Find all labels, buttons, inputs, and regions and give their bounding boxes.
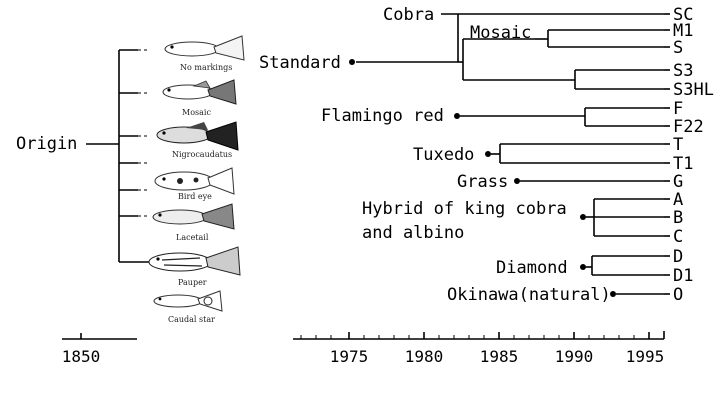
leaf-label: O [673, 285, 683, 305]
group-label-tuxedo: Tuxedo [413, 145, 474, 165]
origin-label: Origin [16, 134, 77, 154]
group-label-hybrid-line2: and albino [362, 223, 464, 243]
group-markers [349, 59, 616, 297]
tick-label-1980: 1980 [405, 347, 444, 366]
fish-lacetail: Lacetail [152, 203, 235, 242]
leaf-label: SC [673, 5, 693, 25]
group-label-okinawa: Okinawa(natural) [447, 285, 611, 305]
fish-caption: Pauper [178, 278, 207, 287]
group-label-hybrid-line1: Hybrid of king cobra [362, 199, 567, 219]
leaf-label: D1 [673, 266, 693, 286]
tick-label-1990: 1990 [555, 347, 594, 366]
tick-label-1850: 1850 [62, 347, 101, 366]
fish-caudal-star: Caudal star [153, 290, 223, 324]
tick-label-1975: 1975 [330, 347, 369, 366]
leaf-label: G [673, 172, 683, 192]
leaf-label: T [673, 135, 683, 155]
leaf-label: A [673, 190, 683, 210]
leaf-label: C [673, 227, 683, 247]
fish-caption: Mosaic [182, 108, 211, 117]
leaf-label: B [673, 208, 683, 228]
fish-no-markings: No markings [164, 35, 245, 72]
fish-nigrocaudatus: Nigrocaudatus [156, 121, 239, 159]
group-label-standard: Standard [259, 53, 341, 73]
strain-tree [356, 13, 670, 295]
fish-mosaic: Mosaic [162, 79, 237, 117]
leaf-label: D [673, 247, 683, 267]
fish-caption: No markings [180, 63, 232, 72]
group-label-grass: Grass [457, 172, 508, 192]
group-label-cobra: Cobra [383, 5, 434, 25]
leaf-label: S3 [673, 61, 693, 81]
leaf-label: T1 [673, 154, 693, 174]
leaf-label: S3HL [673, 80, 714, 100]
fish-bird-eye: Bird eye [154, 167, 235, 201]
fish-caption: Lacetail [176, 233, 209, 242]
fish-caption: Nigrocaudatus [172, 150, 232, 159]
left-time-axis: 1850 [62, 333, 137, 366]
right-time-axis: 1975 1980 1985 1990 1995 [293, 331, 665, 366]
origin-branches [119, 49, 150, 263]
group-label-diamond: Diamond [496, 258, 568, 278]
leaf-labels: SC M1 S S3 S3HL F F22 T T1 G A B C D D1 … [673, 5, 714, 305]
fish-pauper: Pauper [148, 246, 241, 287]
leaf-label: F22 [673, 117, 704, 137]
leaf-label: S [673, 38, 683, 58]
tick-label-1985: 1985 [480, 347, 519, 366]
group-label-flamingo-red: Flamingo red [321, 106, 444, 126]
fish-caption: Bird eye [178, 192, 212, 201]
fish-caption: Caudal star [168, 315, 215, 324]
tick-label-1995: 1995 [626, 347, 665, 366]
leaf-label: F [673, 99, 683, 119]
leaf-label: M1 [673, 21, 693, 41]
group-label-mosaic: Mosaic [470, 23, 531, 43]
